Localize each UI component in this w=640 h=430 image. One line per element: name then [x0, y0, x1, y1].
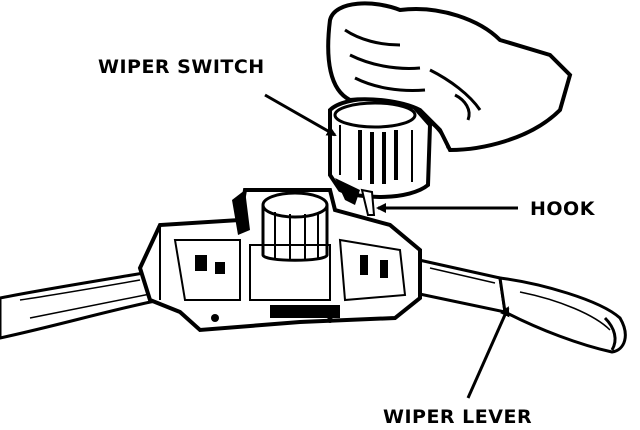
hook-label: HOOK	[530, 198, 595, 220]
wiper-lever-label: WIPER LEVER	[383, 406, 533, 428]
center-socket	[232, 190, 329, 262]
wiper-lever-part	[408, 256, 627, 354]
wiper-switch-label: WIPER SWITCH	[98, 56, 265, 78]
leader-arrows	[264, 93, 518, 399]
wiper-lever-arrow	[466, 306, 510, 399]
hand-illustration	[326, 1, 573, 153]
wiper-switch-arrow	[264, 93, 337, 137]
left-lever	[0, 270, 162, 340]
wiper-switch-part	[328, 96, 433, 216]
